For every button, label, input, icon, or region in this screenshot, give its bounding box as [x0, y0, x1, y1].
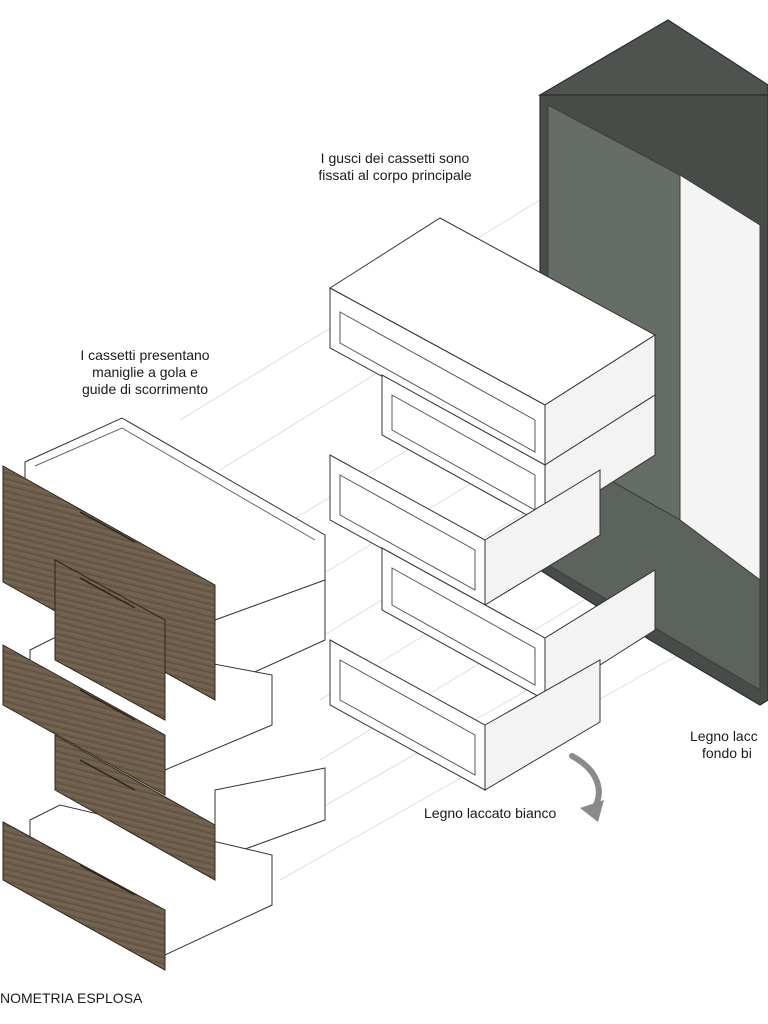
view-title: NOMETRIA ESPLOSA [0, 990, 143, 1006]
drawer-shells [329, 217, 656, 791]
wood-front-2 [54, 559, 166, 721]
groove-handles [79, 511, 136, 896]
drawer-wood-fronts [2, 465, 216, 971]
cabinet-top-face [537, 19, 768, 96]
shells-annotation: I gusci dei cassetti sono fissati al cor… [318, 150, 472, 183]
drawer-shell-5 [329, 639, 601, 791]
drawer-shell-1 [329, 217, 656, 466]
cabinet-inner-white-side [679, 174, 761, 581]
wood-front-5 [2, 821, 166, 971]
drawer-shell-4 [381, 547, 656, 701]
drawer-shell-3 [329, 454, 601, 606]
drawers-annotation: I cassetti presentano maniglie a gola e … [80, 347, 210, 397]
white-wood-annotation: Legno laccato bianco [424, 805, 557, 821]
wood-front-4 [54, 734, 216, 881]
wood-front-3 [2, 644, 166, 796]
cabinet-annotation: Legno lacc fondo bi [690, 728, 758, 761]
curved-arrow-head [580, 800, 604, 822]
